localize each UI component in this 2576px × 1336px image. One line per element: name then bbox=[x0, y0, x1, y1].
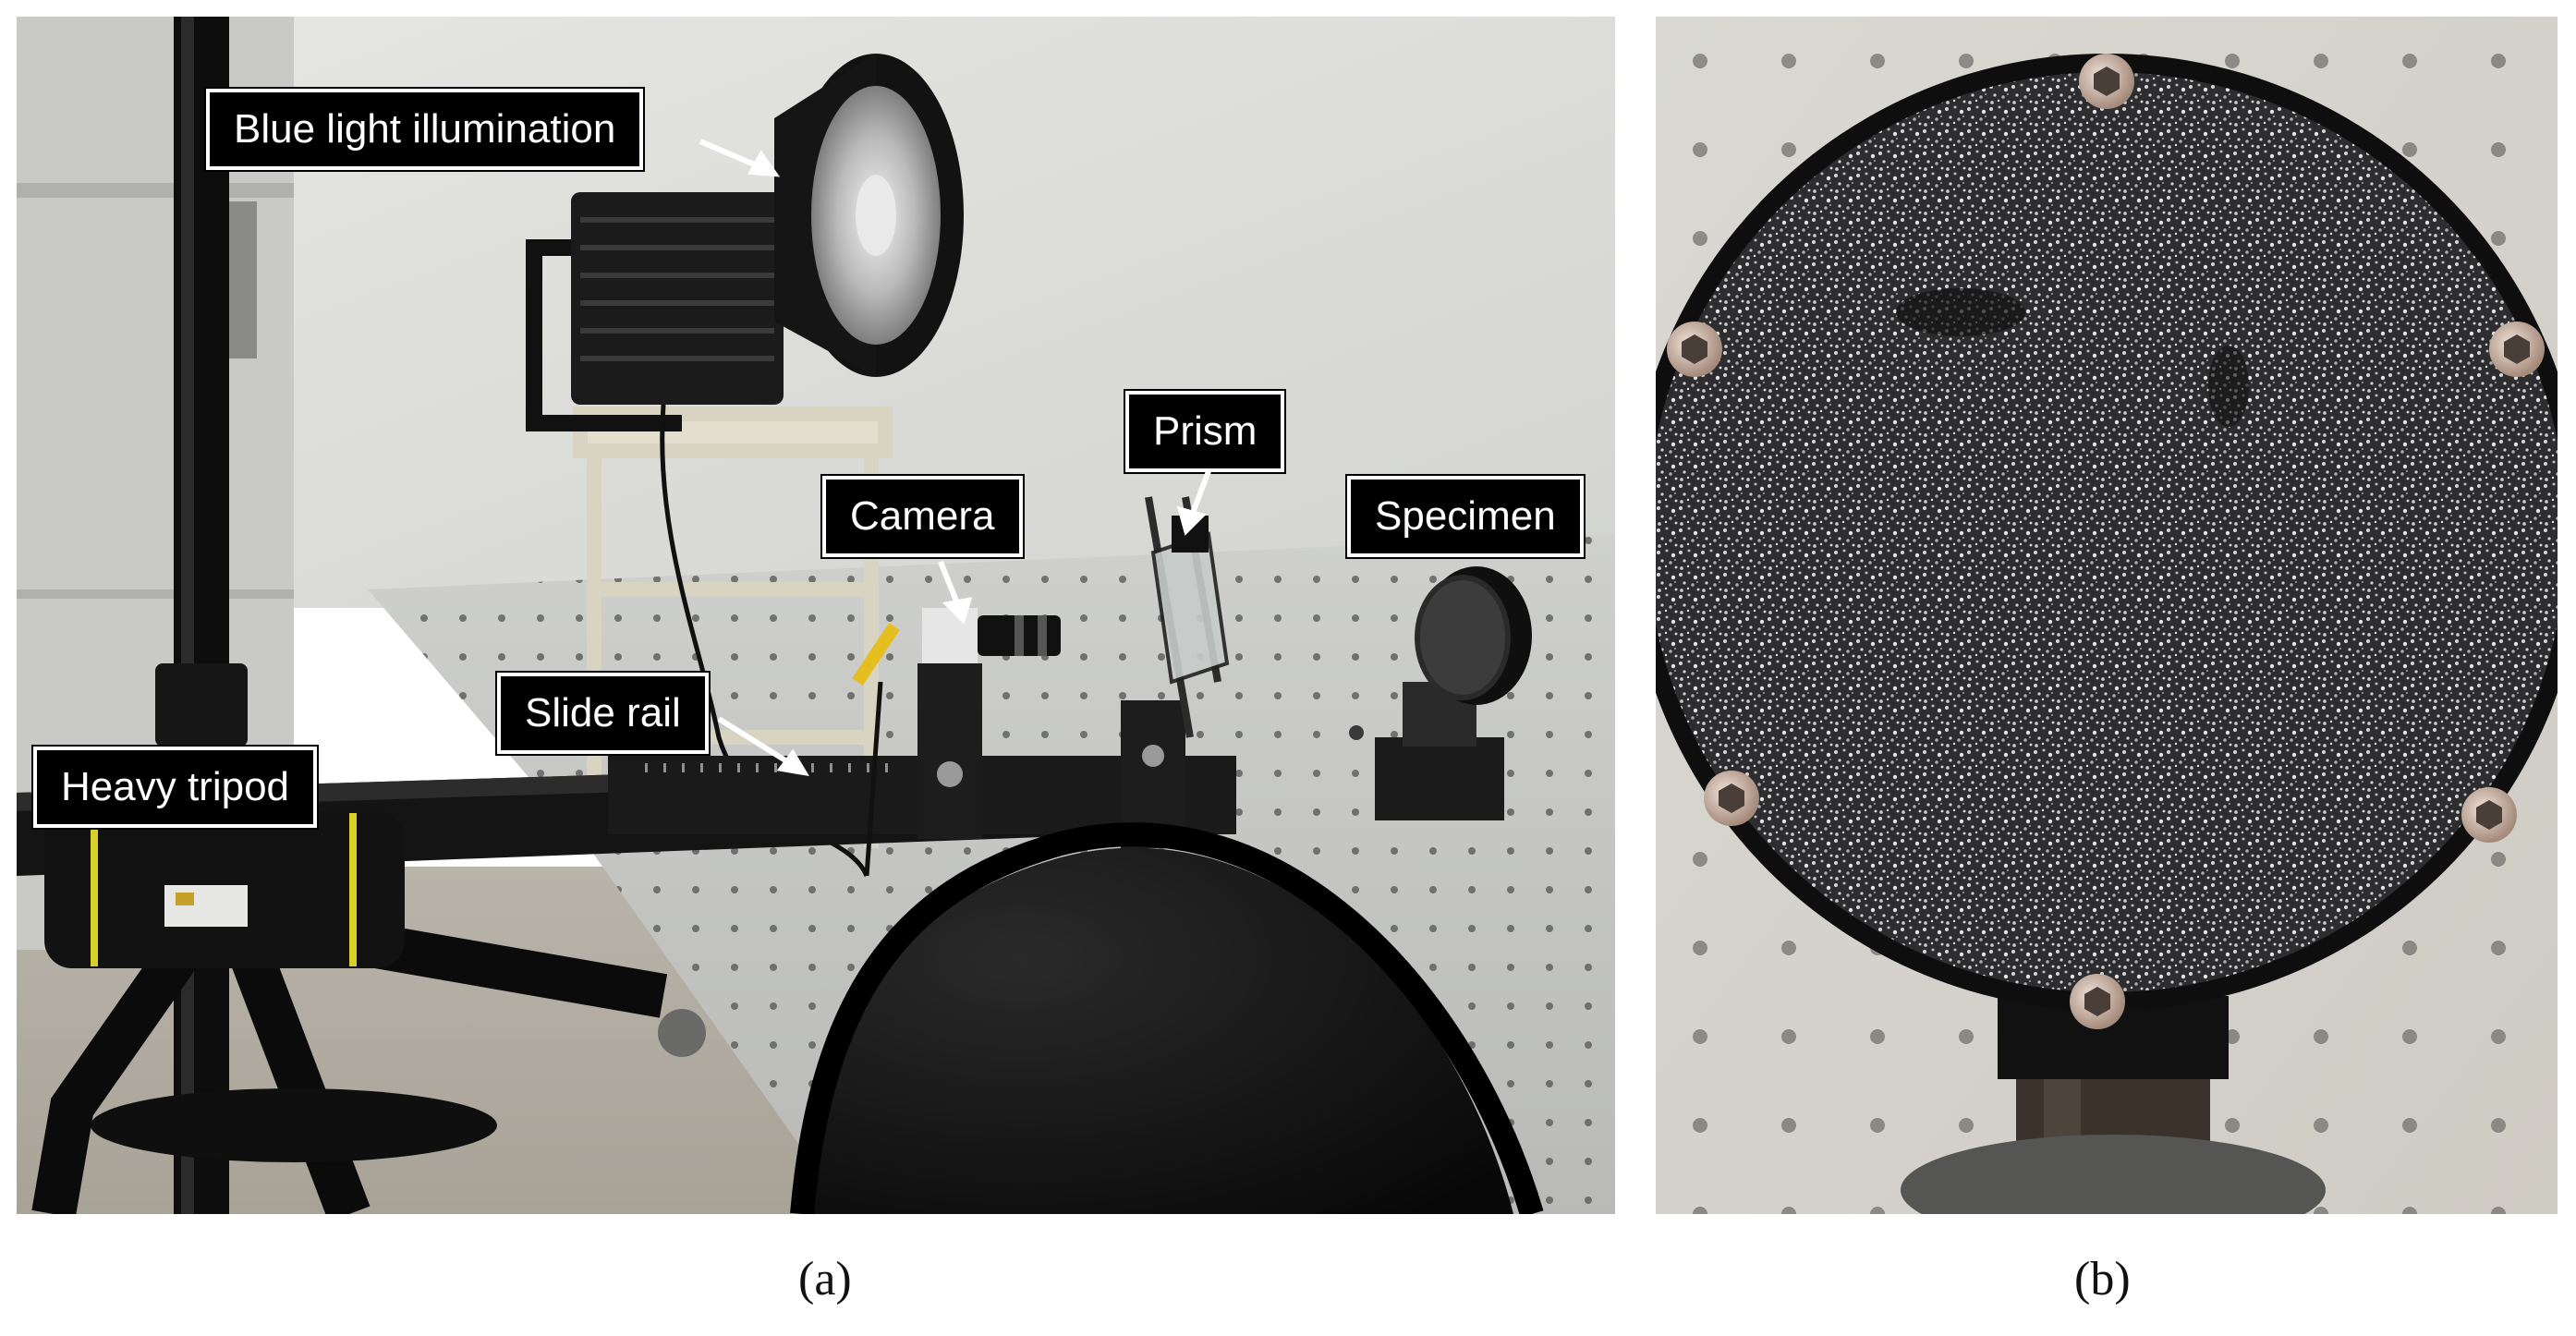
bolt-bottom-left bbox=[1704, 771, 1759, 826]
caption-a: (a) bbox=[798, 1253, 852, 1306]
setup-photo bbox=[17, 17, 1615, 1214]
callout-prism: Prism bbox=[1123, 389, 1287, 474]
bolt-bottom bbox=[2070, 974, 2125, 1029]
bolt-right bbox=[2489, 322, 2545, 377]
panel-a-setup-photo: Blue light illumination Prism Camera Spe… bbox=[17, 17, 1615, 1214]
caption-b: (b) bbox=[2074, 1253, 2131, 1306]
bolt-bottom-right bbox=[2461, 787, 2517, 843]
callout-slide-rail: Slide rail bbox=[495, 671, 711, 756]
callout-specimen: Specimen bbox=[1345, 474, 1586, 559]
panel-b-specimen-photo bbox=[1656, 17, 2558, 1214]
bolt-top bbox=[2079, 54, 2134, 109]
callout-heavy-tripod: Heavy tripod bbox=[30, 745, 320, 830]
callout-camera: Camera bbox=[820, 474, 1025, 559]
callout-blue-light-illumination: Blue light illumination bbox=[203, 87, 646, 172]
specimen-closeup-photo bbox=[1656, 17, 2558, 1214]
bolt-left bbox=[1667, 322, 1722, 377]
